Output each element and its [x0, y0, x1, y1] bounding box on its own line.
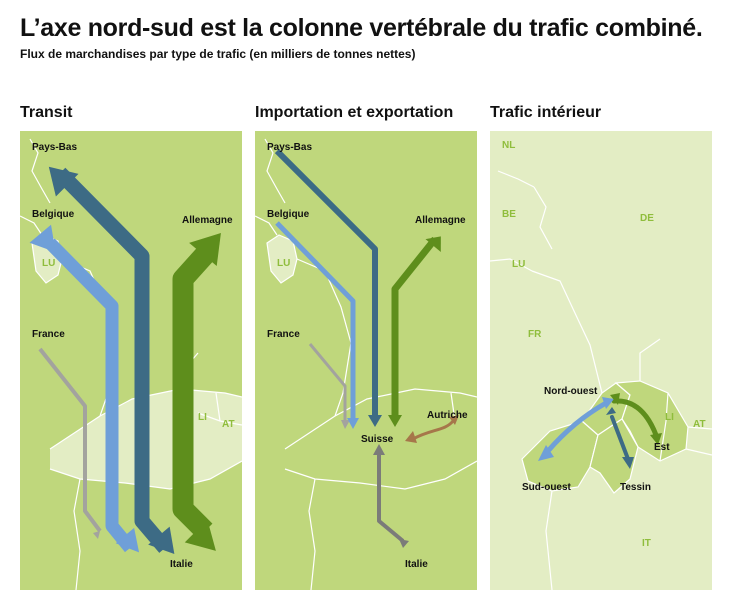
luxembourg-area: [266, 234, 298, 284]
country-code-at: AT: [693, 419, 706, 430]
label-france: France: [32, 329, 65, 340]
arrowhead-italie-north: [373, 444, 385, 455]
flow-belgique: [45, 238, 136, 553]
arrowhead-nord-ouest-a: [602, 397, 614, 409]
label-belgique: Belgique: [32, 209, 75, 220]
country-code-li: LI: [665, 412, 674, 423]
label-pays-bas: Pays-Bas: [32, 142, 77, 153]
flow-france: [308, 343, 347, 421]
label-belgique: Belgique: [267, 209, 310, 220]
flow-arrowheads: [538, 393, 662, 469]
flow-france: [38, 347, 102, 533]
arrowhead-tessin: [622, 457, 634, 469]
country-borders: [490, 170, 712, 590]
country-code-it: IT: [642, 538, 651, 549]
country-code-de: DE: [640, 213, 654, 224]
arrowhead-nord-ouest-b: [610, 393, 620, 405]
map-import-export: LU Pays-Bas Belgique Allemagne France Au…: [255, 131, 477, 590]
label-italie: Italie: [170, 559, 193, 570]
label-allemagne: Allemagne: [415, 215, 466, 226]
map-background: [490, 131, 712, 590]
flow-allemagne: [391, 236, 438, 416]
flow-belgique: [275, 221, 356, 419]
label-italie: Italie: [405, 559, 428, 570]
label-est: Est: [654, 442, 670, 453]
flow-italie: [377, 453, 405, 543]
map-background: [255, 131, 477, 590]
arrowhead-belgique: [29, 224, 56, 253]
region-tessin: [589, 418, 639, 494]
arrowhead-est: [650, 433, 662, 445]
arrowhead-pays-bas: [368, 415, 382, 427]
arrowhead-italie-south: [399, 539, 409, 548]
arrowhead-belgique-south: [115, 527, 140, 553]
flows-transit: [38, 167, 218, 553]
arrowhead-pays-bas-north: [48, 166, 79, 197]
panel-title-transit: Transit: [20, 104, 73, 121]
flow-nord-ouest-tessin: [610, 415, 630, 461]
country-code-lu: LU: [42, 258, 55, 269]
country-borders: [255, 138, 477, 590]
arrowhead-autriche-west: [405, 431, 417, 443]
label-suisse: Suisse: [361, 434, 394, 445]
flow-pays-bas: [274, 148, 378, 416]
arrowhead-allemagne-north: [425, 236, 441, 253]
label-nord-ouest: Nord-ouest: [544, 386, 598, 397]
flow-allemagne: [172, 241, 218, 539]
country-code-fr: FR: [528, 329, 542, 340]
label-france: France: [267, 329, 300, 340]
label-tessin: Tessin: [620, 482, 651, 493]
country-code-at: AT: [222, 419, 235, 430]
country-code-nl: NL: [502, 140, 515, 151]
country-code-li: LI: [198, 412, 207, 423]
flow-arrowheads: [341, 236, 459, 548]
arrowhead-france: [93, 531, 100, 539]
arrowhead-sud-ouest: [538, 445, 554, 461]
flow-arrowheads: [29, 166, 221, 554]
arrowhead-france: [341, 420, 350, 429]
page-subtitle: Flux de marchandises par type de trafic …: [20, 47, 416, 61]
panel-title-domestic: Trafic intérieur: [490, 104, 602, 121]
map-transit: LU LI AT Pays-Bas Belgique Allemagne Fra…: [20, 131, 242, 590]
arrowhead-allemagne-south: [184, 519, 216, 551]
label-autriche: Autriche: [427, 410, 468, 421]
flow-autriche: [412, 419, 455, 441]
label-pays-bas: Pays-Bas: [267, 142, 312, 153]
arrowhead-nord-ouest-c: [606, 407, 616, 415]
arrowhead-pays-bas-south: [148, 526, 175, 554]
page-title: L’axe nord-sud est la colonne vertébrale…: [20, 14, 703, 42]
map-background: [20, 131, 242, 590]
label-allemagne: Allemagne: [182, 215, 233, 226]
map-domestic: NL BE DE LU FR LI AT IT Nord-ouest Est S…: [490, 131, 712, 590]
country-code-be: BE: [502, 209, 516, 220]
country-code-lu: LU: [277, 258, 290, 269]
arrowhead-autriche-east: [449, 415, 459, 425]
label-sud-ouest: Sud-ouest: [522, 482, 572, 493]
arrowhead-belgique: [347, 418, 359, 429]
switzerland-area: [285, 389, 477, 489]
flow-nord-ouest-sud-ouest: [545, 400, 609, 454]
arrowhead-allemagne-south: [388, 415, 402, 427]
panel-title-import-export: Importation et exportation: [255, 104, 454, 121]
country-code-lu: LU: [512, 259, 525, 270]
flow-pays-bas: [54, 167, 171, 553]
arrowhead-allemagne-north: [189, 232, 221, 266]
flows-import-export: [274, 148, 455, 543]
